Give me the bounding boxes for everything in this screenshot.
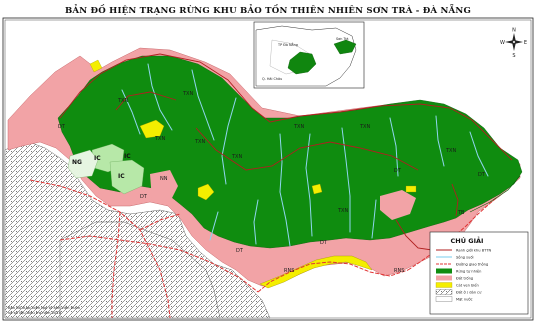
area-label: TXN (293, 124, 304, 130)
coastal-sand (259, 255, 373, 289)
area-label: DT (236, 248, 244, 254)
legend-item-river: Sông suối (436, 256, 474, 260)
legend-swatch (435, 289, 453, 295)
legend-swatch (436, 275, 452, 281)
compass-rose: N S E W (500, 28, 527, 60)
bare-land-3 (311, 183, 323, 195)
area-label: TXN (445, 148, 456, 154)
legend-label: Rừng tự nhiên (456, 270, 481, 274)
compass-west: W (500, 40, 505, 46)
legend-title: CHÚ GIẢI (451, 235, 484, 245)
area-label: RNS (394, 268, 404, 274)
area-label: TXN (182, 91, 193, 97)
bare-land-1 (139, 119, 165, 139)
area-label: TXN (194, 139, 205, 145)
compass-center (512, 40, 516, 44)
source-note: Bản đồ được biên tập từ ảnh viễn thám và… (8, 305, 81, 315)
area-label-group: TXN TXN TXN TXN TXN TXN TXN TXN TXN IC I… (58, 91, 486, 274)
inset-sontra (287, 51, 317, 75)
inset-label: TP Đà Nẵng (277, 42, 298, 47)
legend-label: Mặt nước (456, 298, 473, 302)
inset-peninsula (333, 39, 357, 55)
legend-label: Cát ven biển (456, 283, 479, 288)
inset-map: TP Đà Nẵng Sơn Trà Q. Hải Châu (253, 21, 365, 89)
area-label: TXN (117, 98, 128, 104)
legend-swatch (435, 296, 453, 302)
legend-label: Sông suối (456, 256, 474, 260)
area-label: DT (478, 172, 486, 178)
area-label: DT (320, 240, 328, 246)
area-label: TXN (337, 208, 348, 214)
urban-area-south (59, 221, 221, 319)
legend-label: Ranh giới khu BTTN (456, 249, 492, 253)
coastline (469, 175, 521, 213)
note-line: và số liệu điều tra năm 2010 (8, 311, 62, 315)
area-label: TXN (154, 136, 165, 142)
area-label: NN (160, 176, 168, 182)
buffer-pocket-west (150, 170, 178, 202)
area-label: DT (140, 194, 148, 200)
bare-land-5 (405, 185, 417, 193)
inset-label: Q. Hải Châu (262, 77, 282, 81)
legend-item-water: Mặt nước (435, 296, 473, 302)
legend-swatch (435, 282, 453, 288)
legend-item-sand: Cát ven biển (435, 282, 479, 288)
area-label: TXN (359, 124, 370, 130)
bare-land-4 (89, 59, 103, 73)
area-label: DT (394, 168, 402, 174)
area-label: TB (457, 210, 465, 216)
ic-patch-3 (67, 149, 99, 179)
compass-south: S (512, 53, 515, 59)
map-title: BẢN ĐỒ HIỆN TRẠNG RỪNG KHU BẢO TỒN THIÊN… (65, 3, 471, 16)
compass-east: E (524, 40, 527, 46)
legend-item-road: Đường giao thông (436, 263, 488, 267)
legend-item-forest: Rừng tự nhiên (436, 268, 481, 274)
area-label: NG (72, 159, 82, 166)
area-label: RNS (284, 268, 294, 274)
legend: CHÚ GIẢI Ranh giới khu BTTN Sông suối Đư… (429, 231, 529, 315)
legend-item-bare: Đất trống (436, 275, 473, 281)
river-network (121, 63, 489, 247)
legend-label: Đường giao thông (456, 263, 488, 267)
inset-label: Sơn Trà (336, 37, 349, 41)
legend-item-boundary: Ranh giới khu BTTN (436, 249, 492, 253)
area-label: DT (58, 124, 66, 130)
area-label: IC (94, 155, 101, 162)
legend-swatch (436, 268, 452, 274)
ic-patch-2 (109, 159, 145, 195)
area-label: IC (124, 153, 131, 160)
legend-label: Đất ở / dân cư (456, 291, 482, 295)
compass-north: N (512, 28, 516, 34)
bare-land-2 (197, 183, 215, 201)
area-label: TXN (231, 154, 242, 160)
legend-label: Đất trống (456, 277, 473, 281)
legend-item-settlement: Đất ở / dân cư (435, 289, 482, 295)
area-label: IC (118, 173, 125, 180)
buffer-pocket-bay (380, 190, 416, 220)
note-line: Bản đồ được biên tập từ ảnh viễn thám (8, 305, 81, 310)
